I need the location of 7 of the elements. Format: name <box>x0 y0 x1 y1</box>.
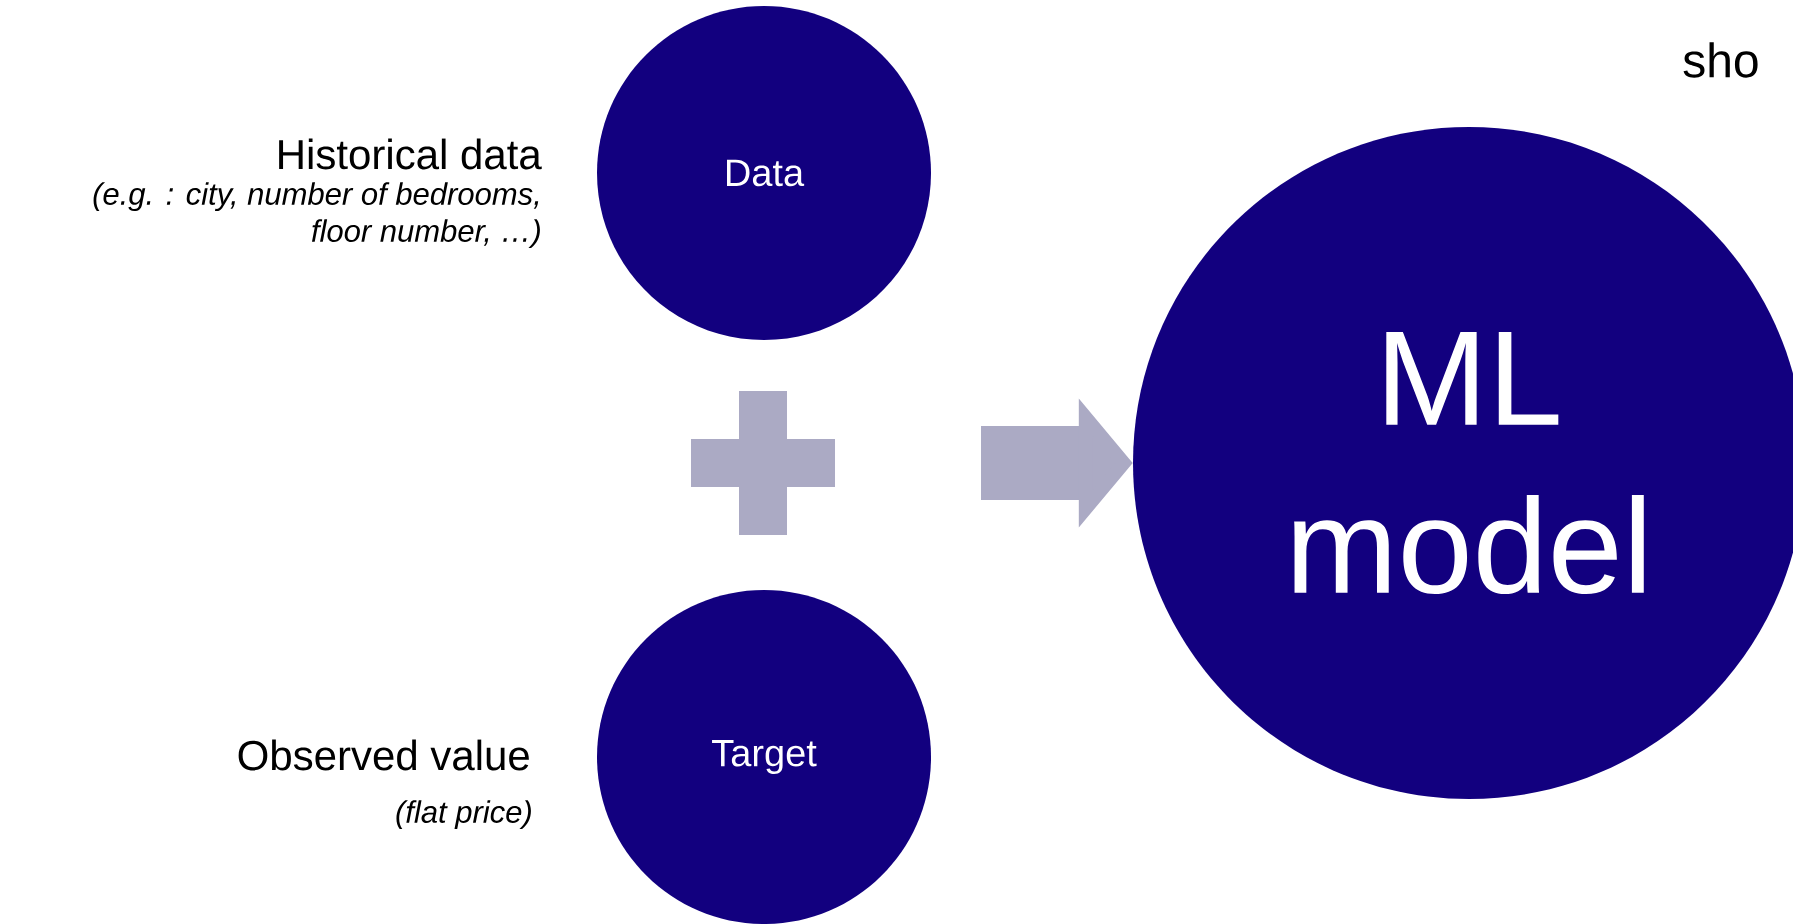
side-text: Observed value <box>238 739 529 771</box>
side-text: (e.g. : city, number of bedrooms, floor number, …) <box>93 182 540 249</box>
circle-node: Data <box>597 6 931 340</box>
side-text: (flat price) <box>396 800 531 830</box>
side-text: Historical data <box>279 138 542 170</box>
cut-text: sho <box>1683 42 1758 78</box>
circle-node: Target <box>597 590 931 924</box>
